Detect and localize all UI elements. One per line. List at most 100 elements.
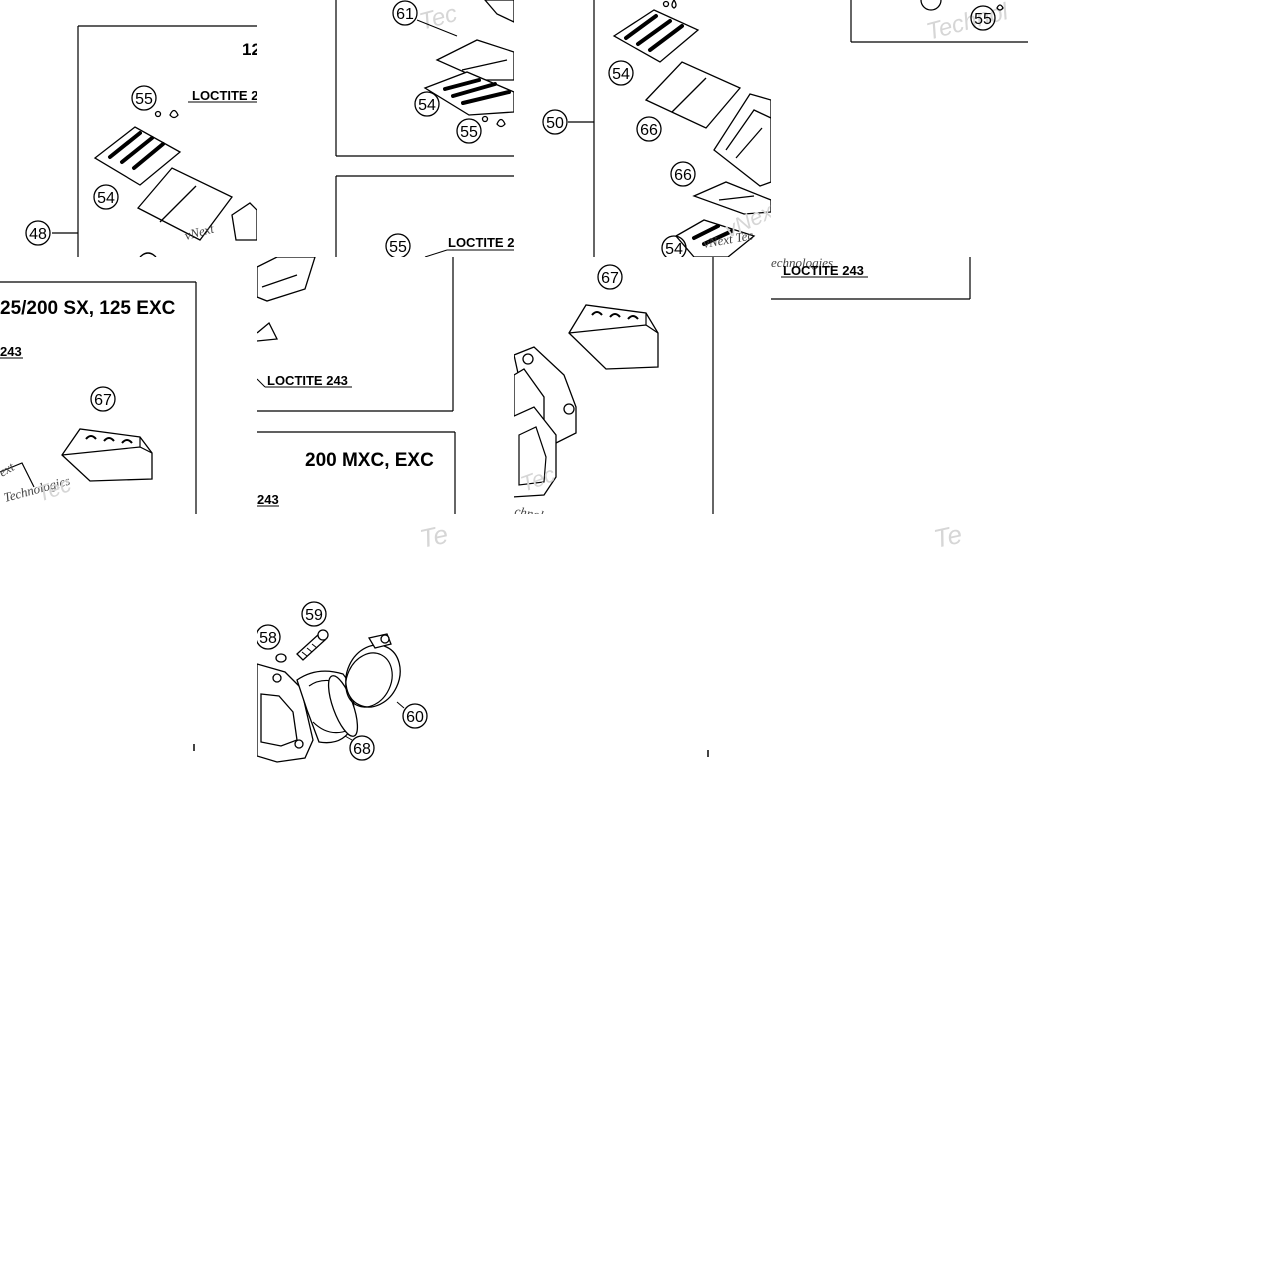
- reed-cover-left-drawing: 25/200 SX, 125 EXC 243 67 Technologies T…: [0, 281, 197, 514]
- petal-slit: [671, 77, 707, 113]
- callout-circle: [414, 91, 440, 117]
- loctite-note: LOCTITE 243: [267, 373, 348, 388]
- washer-part: [275, 653, 287, 663]
- petal-slit: [159, 185, 197, 223]
- reed-cover-slots: [591, 311, 639, 320]
- loctite-note: 243: [257, 492, 279, 507]
- reed-petal: [644, 61, 742, 129]
- reed-plate: [612, 9, 700, 63]
- partial-part: [0, 462, 35, 488]
- callout-circle: [25, 220, 51, 246]
- diagram-tile-reed-cover-left: 25/200 SX, 125 EXC 243 67 Technologies T…: [0, 257, 257, 514]
- reed-valve-center-drawing: 50 54 66 66 54 vNext Tec vNext: [542, 0, 771, 257]
- partial-part: [257, 321, 279, 342]
- washer-part: [154, 110, 162, 118]
- reed-cover-edge: [61, 437, 153, 456]
- part-ref-66: 66: [640, 122, 658, 139]
- reed-petal: [136, 167, 233, 241]
- petal-slit: [718, 195, 755, 201]
- callout-circle: [970, 5, 996, 31]
- watermark-text: chnologies: [514, 503, 572, 514]
- watermark-text: echnologies: [771, 257, 833, 270]
- bolt-hole: [294, 739, 304, 749]
- watermark-fragment: Te: [420, 514, 457, 554]
- callout-circle: [392, 0, 418, 26]
- callout-circle: [402, 703, 428, 729]
- callout-circle: [93, 184, 119, 210]
- hose-clamp-inner: [345, 652, 393, 708]
- part-ref-48: 48: [29, 226, 47, 243]
- leader-line: [424, 249, 448, 257]
- part-ref-59: 59: [305, 607, 323, 624]
- bolt-hole: [272, 673, 282, 683]
- washer-part: [481, 115, 489, 123]
- watermark-fragment: Te: [934, 514, 971, 554]
- diagram-tile-reed-valve-top: Tec 61 54 55 55 LOCTITE 2: [257, 0, 514, 257]
- model-label: 200 MXC, EXC: [305, 450, 434, 471]
- loctite-note: LOCTITE 2: [192, 88, 257, 103]
- callout-circle: [670, 161, 696, 187]
- clamp-screw-head: [380, 634, 390, 644]
- part-ref-58: 58: [259, 630, 277, 647]
- gasket-opening: [518, 426, 547, 486]
- callout-circle: [385, 233, 411, 257]
- callout-circle: [456, 118, 482, 144]
- callout-circle: [131, 85, 157, 111]
- part-ref-54: 54: [665, 241, 683, 257]
- part-ref-55: 55: [460, 124, 478, 141]
- part-ref-55: 55: [974, 11, 992, 28]
- watermark-text: ext: [0, 459, 17, 480]
- reed-cover: [61, 428, 153, 482]
- callout-circle: [636, 116, 662, 142]
- part-ref-55: 55: [389, 239, 407, 256]
- callout-circle: [349, 735, 375, 761]
- screw-part: [496, 118, 506, 128]
- model-200-drawing: LOCTITE 243 200 MXC, EXC 243: [257, 257, 456, 514]
- reed-block: [713, 93, 771, 187]
- hose-clamp: [345, 644, 401, 708]
- intake-flange-plate: [257, 663, 314, 763]
- part-ref-61: 61: [396, 6, 414, 23]
- diagram-tile-loctite-right: echnologies LOCTITE 243: [771, 257, 1028, 514]
- callout-circle: [597, 264, 623, 290]
- partial-curve: [139, 252, 157, 257]
- part-ref-67: 67: [94, 392, 112, 409]
- loctite-note: LOCTITE 243: [783, 263, 864, 278]
- reed-plate-partial: [484, 0, 514, 23]
- reed-block-detail: [261, 274, 298, 288]
- reed-petal: [435, 39, 514, 81]
- diagram-tile-reed-valve-right: Technol 55: [771, 0, 1028, 257]
- watermark-text: Tec: [417, 0, 461, 36]
- callout-circle: [608, 60, 634, 86]
- part-ref-68: 68: [353, 741, 371, 758]
- watermark-text: Te: [420, 519, 451, 554]
- callout-circle: [257, 624, 281, 650]
- bolt-hole: [522, 353, 534, 365]
- reed-block: [231, 202, 257, 241]
- reed-valve-right-drawing: Technol 55: [850, 0, 1028, 46]
- diagram-tile-reed-valve-center: 50 54 66 66 54 vNext Tec vNext: [514, 0, 771, 257]
- diagram-tile-reed-block: 67 Tec chnologies: [514, 257, 771, 514]
- watermark-text: vNext: [183, 221, 216, 243]
- part-ref-54: 54: [612, 66, 630, 83]
- diagram-tile-reed-valve-left: 12 55 LOCTITE 2 54 48 vNext: [0, 0, 257, 257]
- reed-plate: [93, 126, 182, 186]
- screw-part: [996, 4, 1004, 11]
- scan-mark: [193, 744, 195, 751]
- part-ref-54: 54: [97, 190, 115, 207]
- callout-circle: [90, 386, 116, 412]
- part-ref-60: 60: [406, 709, 424, 726]
- screw-part: [671, 0, 677, 9]
- reed-slots-inner: [109, 132, 164, 169]
- callout-circle: [301, 601, 327, 627]
- reed-plate: [423, 71, 514, 116]
- reed-valve-top-drawing: Tec 61 54 55 55 LOCTITE 2: [335, 0, 514, 257]
- part-ref-66: 66: [674, 167, 692, 184]
- reed-valve-left-drawing: 12 55 LOCTITE 2 54 48 vNext: [25, 25, 257, 257]
- loctite-right-drawing: echnologies LOCTITE 243: [771, 257, 971, 300]
- reed-cover-slots: [85, 435, 133, 444]
- reed-slots-inner: [625, 15, 683, 51]
- part-ref-55: 55: [135, 91, 153, 108]
- reed-slots-inner: [444, 79, 510, 104]
- diagram-tile-model-200: LOCTITE 243 200 MXC, EXC 243: [257, 257, 514, 514]
